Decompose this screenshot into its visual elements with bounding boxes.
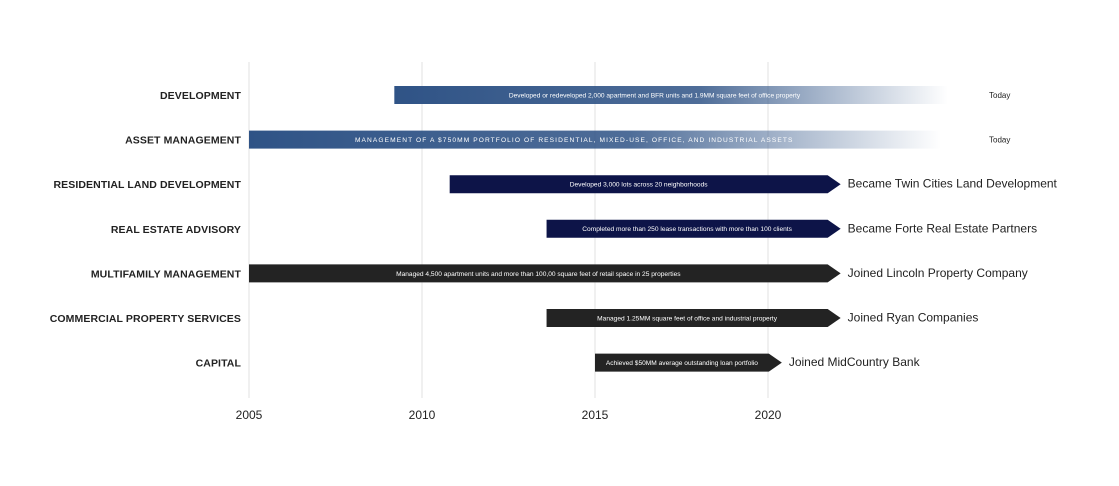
- timeline-bar: [546, 309, 841, 327]
- bar-text: Developed 3,000 lots across 20 neighborh…: [570, 182, 709, 189]
- bar-end-label: Became Twin Cities Land Development: [848, 177, 1058, 191]
- timeline-bar: [249, 130, 941, 149]
- bar-text: Managed 4,500 apartment units and more t…: [396, 271, 681, 278]
- timeline-bar: [249, 264, 841, 283]
- bar-text: Developed or redeveloped 2,000 apartment…: [509, 92, 801, 99]
- bar-end-label: Today: [989, 136, 1010, 145]
- bars: Developed or redeveloped 2,000 apartment…: [249, 86, 948, 372]
- bar-end-label: Joined MidCountry Bank: [789, 355, 921, 369]
- timeline-bar: [449, 175, 841, 194]
- row-label: MULTIFAMILY MANAGEMENT: [91, 268, 242, 280]
- row-label: DEVELOPMENT: [160, 90, 242, 102]
- timeline-bar: [394, 86, 948, 104]
- x-tick-label: 2020: [755, 408, 782, 422]
- bar-text: Managed 1.25MM square feet of office and…: [597, 315, 778, 322]
- bar-text: Achieved $50MM average outstanding loan …: [606, 360, 758, 367]
- x-tick-label: 2010: [409, 408, 436, 422]
- row-label: ASSET MANAGEMENT: [125, 135, 241, 147]
- bar-end-label: Joined Lincoln Property Company: [848, 266, 1028, 280]
- x-tick-label: 2005: [236, 408, 263, 422]
- row-label: REAL ESTATE ADVISORY: [111, 224, 241, 236]
- bar-end-label: Today: [989, 91, 1010, 100]
- bar-text: MANAGEMENT OF A $750MM PORTFOLIO OF RESI…: [355, 137, 794, 144]
- row-label: CAPITAL: [196, 358, 242, 370]
- x-tick-label: 2015: [582, 408, 609, 422]
- bar-text: Completed more than 250 lease transactio…: [582, 226, 792, 233]
- timeline-bar: [595, 353, 782, 372]
- row-label: RESIDENTIAL LAND DEVELOPMENT: [53, 179, 241, 191]
- timeline-bar: [546, 219, 841, 238]
- bar-end-label: Joined Ryan Companies: [848, 311, 979, 325]
- x-axis-ticks: 2005 2010 2015 2020: [236, 408, 782, 422]
- row-label: COMMERCIAL PROPERTY SERVICES: [50, 313, 241, 325]
- bar-end-label: Became Forte Real Estate Partners: [848, 221, 1037, 235]
